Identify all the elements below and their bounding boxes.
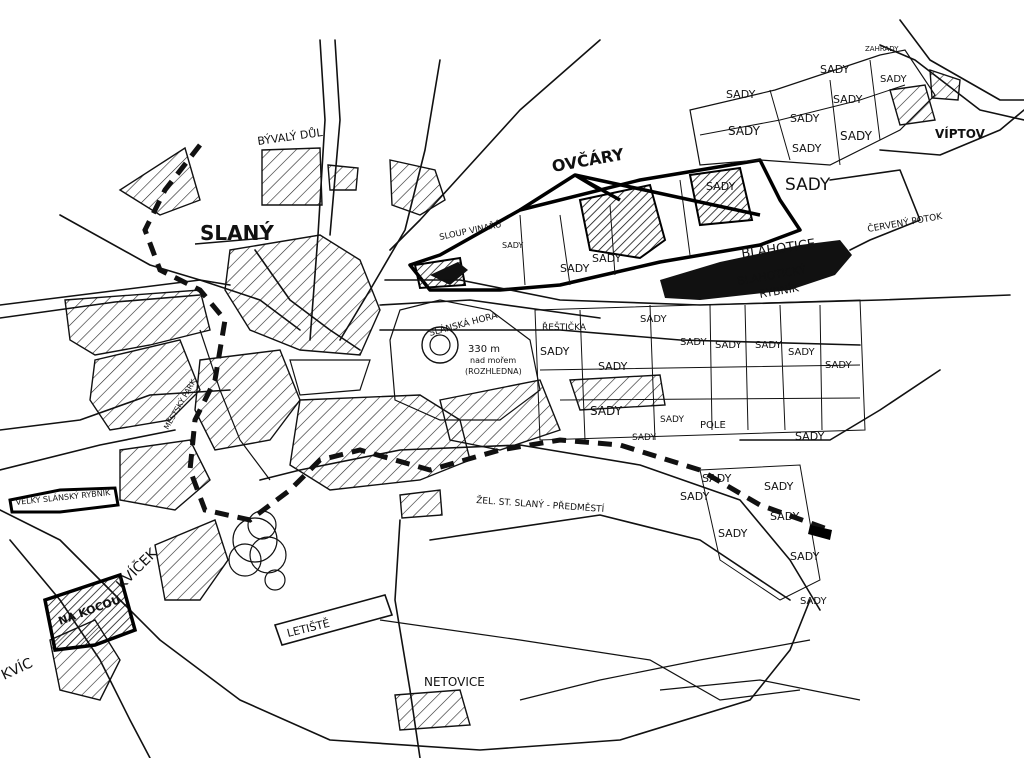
label-sady: SADY	[640, 314, 668, 325]
label-sady: SADY	[702, 472, 732, 485]
label-sady: SADY	[680, 490, 710, 503]
label-viktov: VÍPTOV	[935, 126, 986, 141]
orchards-grid	[689, 49, 936, 166]
label-sady: SADY	[770, 510, 800, 523]
label-sady: SADY	[560, 262, 590, 275]
label-sady: SADY	[728, 124, 761, 138]
label-netovice: NETOVICE	[424, 675, 485, 689]
velky-slansky-pond	[8, 486, 120, 514]
na-kocou-area	[42, 572, 138, 652]
label-slany: SLANÝ	[200, 221, 274, 245]
label-slanska-hora-2: 330 m	[468, 344, 500, 355]
label-sady: SADY	[680, 337, 708, 348]
label-sady: SADY	[718, 527, 748, 540]
label-sady: SADY	[790, 550, 820, 563]
label-slanska-hora-4: (ROZHLEDNA)	[465, 367, 522, 376]
label-sady: SADY	[706, 180, 736, 193]
label-sady: SADY	[833, 93, 863, 106]
label-sady: SADY	[598, 360, 628, 373]
label-kvic: KVÍC	[0, 654, 35, 683]
label-sady: SADY	[788, 347, 816, 358]
label-sady: SADY	[800, 596, 828, 607]
blahoticky-pond	[660, 240, 852, 300]
label-sady: SADY	[660, 415, 684, 425]
label-sady: SADY	[790, 112, 820, 125]
city-park	[228, 510, 287, 591]
roads	[0, 19, 1024, 758]
label-sady: SADY	[726, 88, 756, 101]
label-slanska-hora-3: nad mořem	[470, 356, 516, 365]
label-sady: SADY	[540, 345, 570, 358]
label-sady: SADY	[755, 340, 783, 351]
label-ostricka: ŘEŠTIČKA	[542, 321, 587, 333]
railway	[142, 143, 831, 533]
label-sady: SADY	[764, 480, 794, 493]
label-sady: SADY	[840, 129, 873, 143]
label-kvicek: KVÍČEK	[112, 544, 161, 593]
label-sady: SADY	[792, 142, 822, 155]
label-sady: SADY	[502, 241, 523, 250]
label-sady: SADY	[820, 63, 850, 76]
label-zel-st: ŽEL. ST. SLANÝ - PŘEDMĚSTÍ	[476, 494, 605, 515]
label-byvaly-dul: BÝVALÝ DŮL	[257, 126, 325, 148]
label-sady: SADY	[715, 340, 743, 351]
slanska-hora-hill	[389, 299, 541, 421]
letiste-runway	[273, 594, 394, 646]
label-cerveny-potok: ČERVENÝ POTOK	[866, 210, 944, 235]
label-pole: POLE	[700, 420, 726, 431]
label-sady: SADY	[592, 252, 622, 265]
label-zahrada: ZAHRADY	[865, 45, 899, 53]
label-slanska-hora-1: SLÁNSKÁ HORA	[428, 309, 500, 339]
label-sady: SADY	[632, 433, 656, 443]
label-sady: SADY	[785, 175, 831, 195]
label-ovcary: OVČÁRY	[550, 145, 625, 176]
label-sady: SADY	[795, 430, 825, 443]
label-sady: SADY	[590, 404, 623, 418]
label-sady: SADY	[880, 74, 908, 85]
rail-end	[808, 525, 832, 540]
label-sady: SADY	[825, 360, 853, 371]
